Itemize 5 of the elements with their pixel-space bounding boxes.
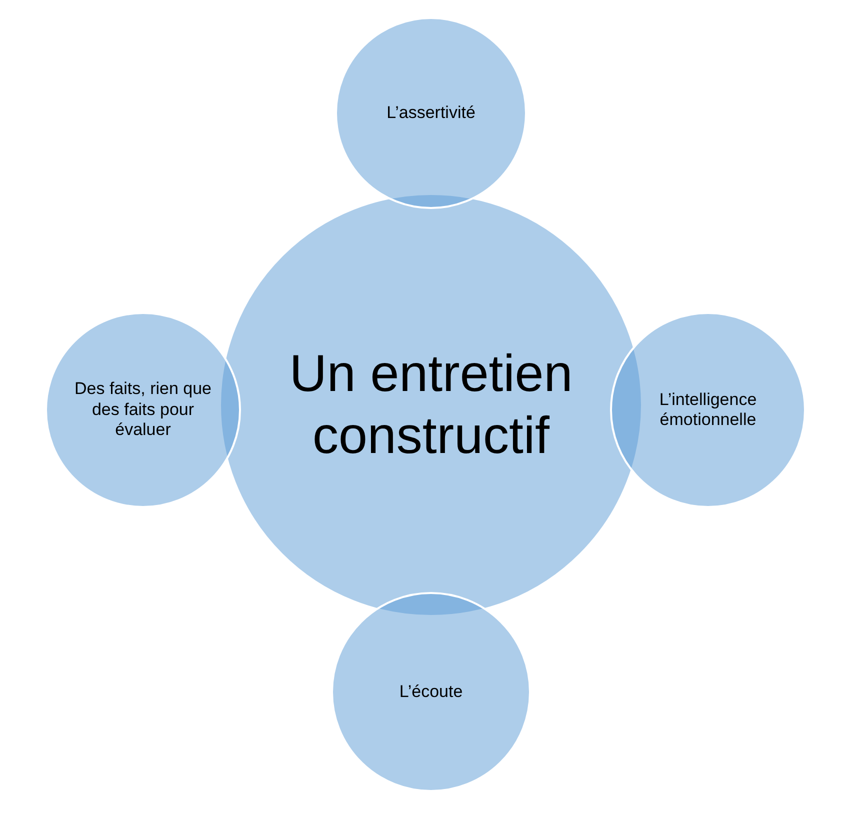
topic-label: L’intelligence émotionnelle [658,390,758,430]
topic-label: L’assertivité [386,102,476,124]
central-topic-label: Un entretien constructif [288,344,574,467]
topic-label: L’écoute [399,682,463,702]
topic-label: Des faits, rien que des faits pour évaluer [73,379,212,441]
